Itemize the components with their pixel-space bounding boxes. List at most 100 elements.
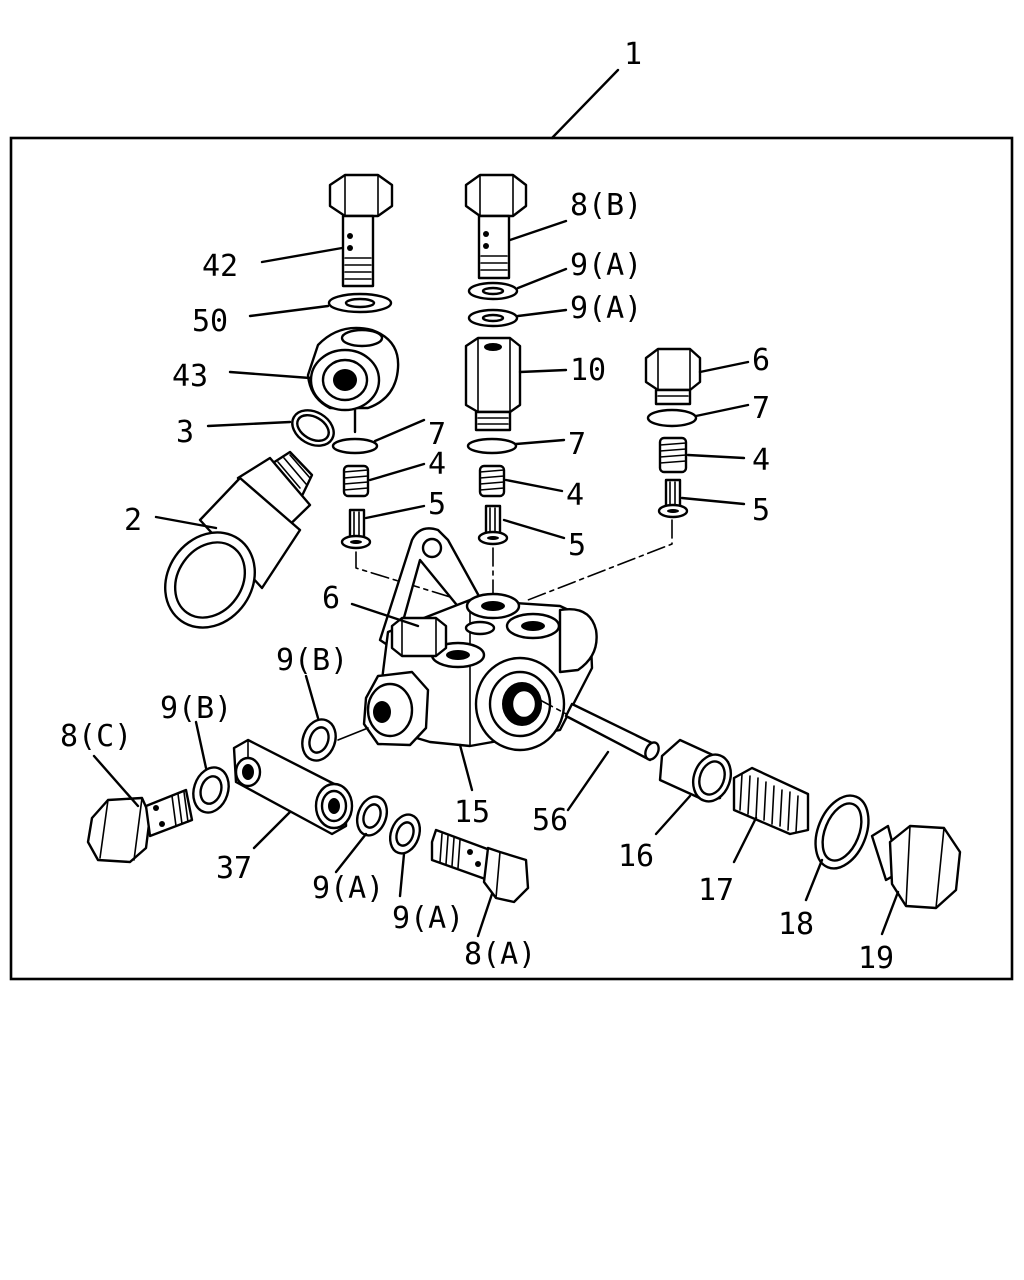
leader-2 (154, 515, 218, 530)
label-9a-1: 9(A) (570, 248, 642, 283)
part-42-banjo-bolt (328, 173, 394, 288)
leader-5-right (680, 496, 746, 506)
label-assembly-1: 1 (624, 37, 642, 72)
leader-8a (476, 892, 494, 938)
leader-9a-3 (334, 832, 368, 874)
part-50-washer (327, 292, 393, 314)
part-8b-banjo-bolt (464, 173, 528, 280)
leader-3 (206, 420, 292, 428)
label-8a: 8(A) (464, 937, 536, 972)
part-19-plug (870, 824, 962, 910)
label-43: 43 (172, 359, 208, 394)
leader-10 (518, 368, 568, 374)
leader-17 (732, 816, 758, 864)
leader-9b-1 (304, 674, 320, 720)
assembly-frame (9, 136, 1014, 981)
part-4-spring-right (658, 436, 688, 474)
label-10: 10 (570, 353, 606, 388)
label-50: 50 (192, 304, 228, 339)
label-7-mid: 7 (568, 427, 586, 462)
part-9a-washer-lower-1 (355, 795, 389, 837)
part-4-spring-center (478, 464, 506, 498)
leader-50 (248, 304, 330, 318)
part-7-o-ring-center (466, 437, 518, 455)
leader-5-mid (502, 518, 566, 540)
leader-4-left (368, 462, 426, 482)
label-19: 19 (858, 941, 894, 976)
part-4-spring-left (342, 464, 370, 498)
leader-7-left (373, 418, 426, 443)
leader-43 (228, 370, 312, 380)
part-15-pump-body (362, 527, 598, 752)
label-9a-2: 9(A) (570, 291, 642, 326)
label-5-left: 5 (428, 487, 446, 522)
label-16: 16 (618, 839, 654, 874)
part-7-o-ring-right (646, 408, 698, 428)
label-9b-2: 9(B) (160, 691, 232, 726)
part-9a-washer-second (467, 308, 519, 328)
label-7-left: 7 (428, 417, 446, 452)
leader-6-body (350, 602, 420, 628)
label-37: 37 (216, 851, 252, 886)
leader-37 (252, 810, 292, 850)
part-8c-banjo-bolt (86, 788, 194, 864)
leader-42 (260, 246, 344, 264)
leader-16 (654, 794, 692, 836)
leader-15 (458, 743, 474, 792)
centerline-port-left (337, 727, 369, 741)
part-2-strainer (164, 450, 314, 629)
part-18-gasket (814, 794, 870, 870)
part-5-valve-center (477, 504, 509, 546)
label-2: 2 (124, 503, 142, 538)
part-37-eye-fitting (232, 738, 354, 836)
label-15: 15 (454, 795, 490, 830)
part-9b-washer-bolt (192, 766, 230, 814)
leader-8c (92, 754, 140, 808)
leader-5-left (364, 504, 426, 520)
part-9a-washer-lower-2 (388, 813, 422, 855)
part-56-rod (564, 702, 660, 762)
part-5-valve-right (657, 478, 689, 519)
label-5-right: 5 (752, 493, 770, 528)
label-6-body: 6 (322, 581, 340, 616)
label-9a-4: 9(A) (392, 901, 464, 936)
leader-18 (804, 858, 824, 902)
label-8b: 8(B) (570, 188, 642, 223)
part-16-sleeve (658, 738, 733, 803)
label-4-mid: 4 (566, 478, 584, 513)
part-9a-washer-top (467, 281, 519, 301)
part-9b-washer-port (301, 718, 337, 762)
label-3: 3 (176, 415, 194, 450)
leader-4-right (686, 453, 746, 460)
leader-19 (880, 890, 900, 936)
part-3-o-ring (291, 409, 335, 447)
leader-8b (508, 219, 568, 242)
label-4-right: 4 (752, 443, 770, 478)
part-6-plug-right (644, 347, 702, 406)
leader-9a-4 (398, 852, 406, 898)
label-18: 18 (778, 907, 814, 942)
label-7-right: 7 (752, 391, 770, 426)
label-8c: 8(C) (60, 719, 132, 754)
label-6-right: 6 (752, 343, 770, 378)
label-56: 56 (532, 803, 568, 838)
part-17-spring (732, 766, 810, 836)
part-10-adapter (464, 336, 522, 432)
label-42: 42 (202, 249, 238, 284)
part-43-banjo-fitting (306, 326, 400, 412)
leader-7-mid (514, 438, 566, 446)
label-4-left: 4 (428, 447, 446, 482)
leader-9a-1 (516, 267, 568, 290)
part-8a-banjo-bolt (430, 828, 530, 904)
leader-7-right (694, 403, 750, 418)
leader-4-mid (504, 478, 564, 493)
label-9b-1: 9(B) (276, 643, 348, 678)
leader-9b-2 (194, 720, 208, 770)
leader-6-right (698, 360, 750, 374)
leader-56 (566, 750, 610, 812)
part-5-valve-left (340, 508, 372, 550)
leader-9a-2 (516, 308, 568, 318)
label-17: 17 (698, 873, 734, 908)
leader-assembly (550, 68, 620, 140)
